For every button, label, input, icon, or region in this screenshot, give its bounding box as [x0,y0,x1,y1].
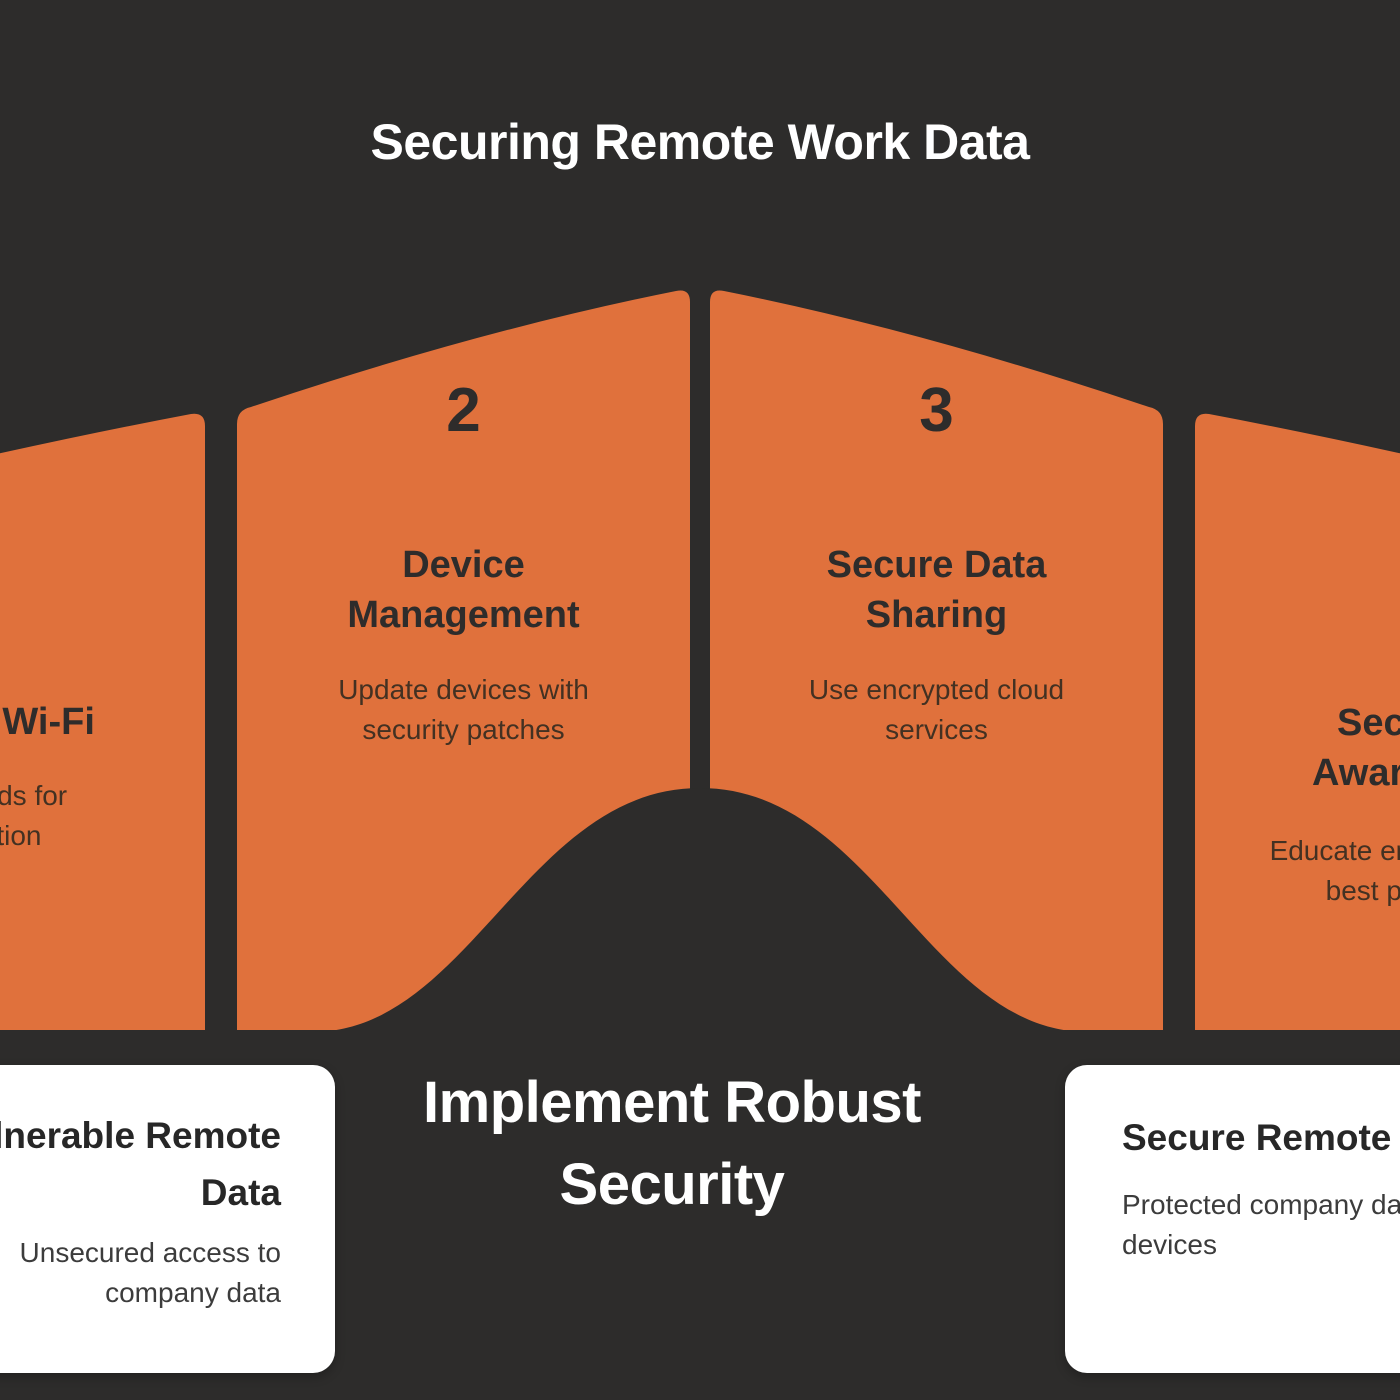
segment-1-description: passwords for protection [0,780,68,851]
segment-4-title: Security Awareness [1312,702,1400,794]
segment-2-description: Update devices with security patches [338,674,589,745]
center-label: Implement Robust Security [423,1070,921,1217]
arch-segment-4: Security Awareness Educate employees on … [1112,0,1400,1030]
arch-opening-shape [314,788,1086,1075]
left-card-description: Unsecured access to company data [19,1237,281,1308]
segment-1-title: Secure Wi-Fi [0,701,95,743]
left-card-title: Vulnerable Remote Data [0,1115,281,1213]
right-card-title: Secure Remote Work [1122,1117,1400,1158]
segment-3-title: Secure Data Sharing [826,544,1047,636]
arch-panel-4-shape [1195,413,1400,1030]
segment-4-description: Educate employees on best practices [1269,835,1400,906]
right-summary-card: Secure Remote Work Protected company dat… [1065,1065,1400,1373]
right-card-description: Protected company data and devices [1122,1189,1400,1260]
segment-2-number: 2 [446,376,481,445]
segment-3-number: 3 [919,376,954,445]
segment-2-title: Device Management [347,544,580,636]
arch-segment-1: Secure Wi-Fi passwords for protection [0,0,280,1030]
left-summary-card: Vulnerable Remote Data Unsecured access … [0,1065,335,1373]
page-title: Securing Remote Work Data [370,114,1030,170]
arch-segment-2: 2 Device Management Update devices with … [237,0,690,1030]
arch-segment-3: 3 Secure Data Sharing Use encrypted clou… [710,0,1163,1030]
segment-3-description: Use encrypted cloud services [808,674,1065,745]
arch-panel-1-shape [0,413,205,1030]
